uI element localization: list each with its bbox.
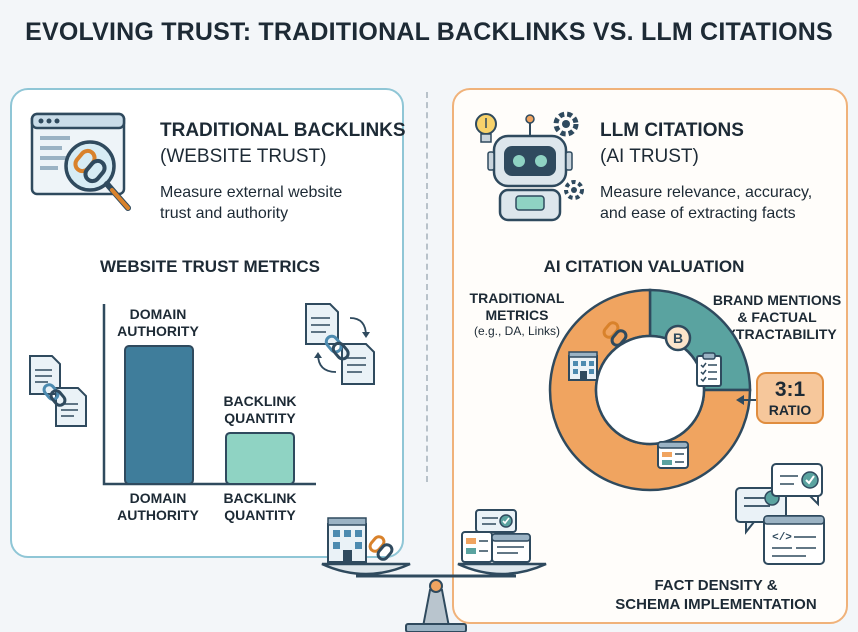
label-line: BRAND MENTIONS — [712, 292, 842, 308]
label-line: METRICS — [485, 307, 549, 323]
robot-lightbulb-gears-icon — [475, 111, 584, 222]
axis-label-backlink-quantity: BACKLINK QUANTITY — [212, 490, 308, 524]
bar-label-line: DOMAIN — [129, 306, 187, 322]
page-title: EVOLVING TRUST: TRADITIONAL BACKLINKS VS… — [25, 18, 833, 46]
label-line: (e.g., DA, Links) — [473, 324, 561, 338]
linked-documents-icon — [29, 355, 87, 427]
label-line: SCHEMA IMPLEMENTATION — [615, 596, 817, 613]
left-subheading: (WEBSITE TRUST) — [160, 146, 327, 167]
divider — [426, 92, 428, 482]
axis-label-line: QUANTITY — [224, 507, 296, 523]
bar-label-domain-authority: DOMAIN AUTHORITY — [110, 306, 206, 340]
website-trust-metrics-title: WEBSITE TRUST METRICS — [99, 257, 321, 276]
bar-label-backlink-quantity: BACKLINK QUANTITY — [212, 393, 308, 427]
fact-density-label: FACT DENSITY & SCHEMA IMPLEMENTATION — [596, 576, 836, 614]
browser-window-icon — [657, 441, 689, 469]
donut-hole — [594, 334, 706, 446]
bar-label-line: AUTHORITY — [117, 323, 199, 339]
browser-magnifier-link-icon — [30, 112, 131, 211]
linked-documents-icon — [305, 303, 375, 385]
axis-label-line: BACKLINK — [223, 490, 297, 506]
ai-citation-valuation-title: AI CITATION VALUATION — [543, 257, 745, 276]
brand-b-icon: B — [664, 324, 692, 352]
building-icon — [568, 351, 598, 381]
label-line: EXTRACTABILITY — [717, 326, 837, 342]
right-description-line-1: Measure relevance, accuracy, — [600, 184, 813, 201]
axis-label-line: DOMAIN — [129, 490, 187, 506]
left-description-line-2: trust and authority — [160, 205, 289, 222]
ratio-badge: 3:1 RATIO — [756, 372, 824, 424]
ratio-value: 3:1 — [774, 378, 806, 401]
checklist-icon — [696, 352, 722, 387]
left-heading: TRADITIONAL BACKLINKS — [160, 120, 406, 141]
brand-badge-letter: B — [673, 330, 683, 346]
left-description-line-1: Measure external website — [160, 184, 343, 201]
balance-scale-icon — [321, 509, 547, 632]
traditional-metrics-label: TRADITIONAL METRICS (e.g., DA, Links) — [462, 290, 572, 339]
right-subheading: (AI TRUST) — [600, 146, 699, 167]
chat-code-icon: </> — [735, 463, 825, 565]
right-description-line-2: and ease of extracting facts — [600, 205, 796, 222]
ratio-connector — [736, 395, 758, 405]
bar-domain-authority — [124, 345, 194, 485]
bar-backlink-quantity — [225, 431, 295, 486]
bar-label-line: QUANTITY — [224, 410, 296, 426]
link-icon — [602, 321, 628, 347]
label-line: & FACTUAL — [737, 309, 817, 325]
label-line: FACT DENSITY & — [654, 577, 778, 594]
brand-mentions-label: BRAND MENTIONS & FACTUAL EXTRACTABILITY — [712, 292, 842, 343]
right-heading: LLM CITATIONS — [600, 120, 744, 141]
axis-label-line: AUTHORITY — [117, 507, 199, 523]
bar-label-line: BACKLINK — [223, 393, 297, 409]
axis-label-domain-authority: DOMAIN AUTHORITY — [110, 490, 206, 524]
ratio-label: RATIO — [768, 402, 812, 418]
code-glyph: </> — [772, 532, 792, 544]
label-line: TRADITIONAL — [469, 290, 565, 306]
